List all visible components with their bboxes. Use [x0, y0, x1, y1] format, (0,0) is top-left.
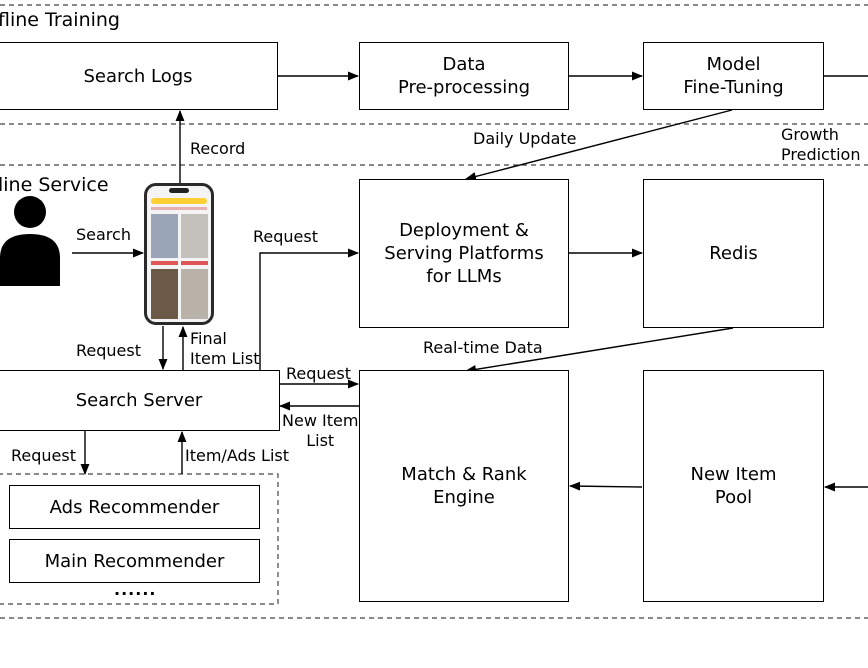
label-record: Record — [190, 139, 246, 158]
section-title-offline: fline Training — [0, 9, 120, 31]
search-logs-box-label-line: Search Logs — [83, 65, 193, 87]
phone-notch — [169, 188, 189, 193]
search-logs-box: Search Logs — [0, 42, 278, 110]
phone-product-tile — [151, 261, 178, 265]
recommender-group — [0, 473, 279, 605]
arrow-request-deployment — [259, 248, 360, 370]
deployment-serving-box-label-line: Serving Platforms — [384, 243, 544, 264]
label-request-match: Request — [286, 364, 351, 383]
phone-product-tile — [151, 269, 178, 319]
label-daily-update: Daily Update — [473, 129, 577, 148]
search-server-box-label-line: Search Server — [75, 390, 203, 411]
new-item-pool-box-label-line: New Item — [690, 464, 777, 485]
arrow-daily-update — [464, 109, 733, 181]
label-realtime-data: Real-time Data — [423, 338, 543, 357]
match-rank-engine-box-label-line: Engine — [433, 487, 495, 508]
ads-recommender-box-label-line: Ads Recommender — [49, 496, 220, 518]
model-finetuning-box-label-line: Model — [706, 54, 761, 75]
label-growth: Growth — [781, 125, 839, 144]
data-preprocessing-box-label-line: Data — [442, 54, 486, 75]
label-item-list: Item List — [190, 349, 260, 368]
ads-recommender-box: Ads Recommender — [9, 485, 260, 529]
arrow-pool-to-match — [568, 481, 643, 491]
label-request-recommender: Request — [11, 446, 76, 465]
redis-box: Redis — [643, 179, 824, 328]
search-server-box: Search Server — [0, 370, 280, 431]
smartphone-icon — [144, 183, 214, 325]
main-recommender-box-label-line: Main Recommender — [44, 550, 225, 572]
label-list: List — [306, 431, 335, 450]
label-growth-prediction: Growth Prediction — [781, 125, 860, 165]
more-recommenders: ...... — [114, 580, 157, 599]
label-prediction: Prediction — [781, 145, 861, 164]
deployment-serving-box-label-line: Deployment & — [399, 220, 529, 241]
phone-product-tile — [181, 214, 208, 258]
arrow-realtime-data — [464, 327, 734, 374]
redis-box-label-line: Redis — [709, 243, 758, 264]
phone-product-tile — [151, 214, 178, 258]
label-final-item-list: Final Item List — [190, 329, 259, 369]
deployment-serving-box-label-line: for LLMs — [426, 266, 502, 287]
phone-search-bar — [151, 198, 207, 204]
label-final: Final — [190, 329, 227, 348]
label-request-deployment: Request — [253, 227, 318, 246]
label-request-phone: Request — [76, 341, 141, 360]
model-finetuning-box-label-line: Fine-Tuning — [683, 77, 784, 98]
main-recommender-box: Main Recommender — [9, 539, 260, 583]
label-new-item-list: New Item List — [282, 411, 358, 451]
phone-product-tile — [181, 269, 208, 319]
data-preprocessing-box-label-line: Pre-processing — [397, 77, 531, 98]
match-rank-engine-box-label-line: Match & Rank — [401, 464, 527, 485]
user-icon — [0, 196, 60, 286]
label-search: Search — [76, 225, 131, 244]
phone-tabs — [151, 207, 207, 210]
phone-product-tile — [181, 261, 208, 265]
label-item-ads-list: Item/Ads List — [185, 446, 290, 465]
section-title-online: line Service — [0, 174, 109, 196]
new-item-pool-box-label-line: Pool — [714, 487, 753, 508]
label-new-item: New Item — [282, 411, 359, 430]
